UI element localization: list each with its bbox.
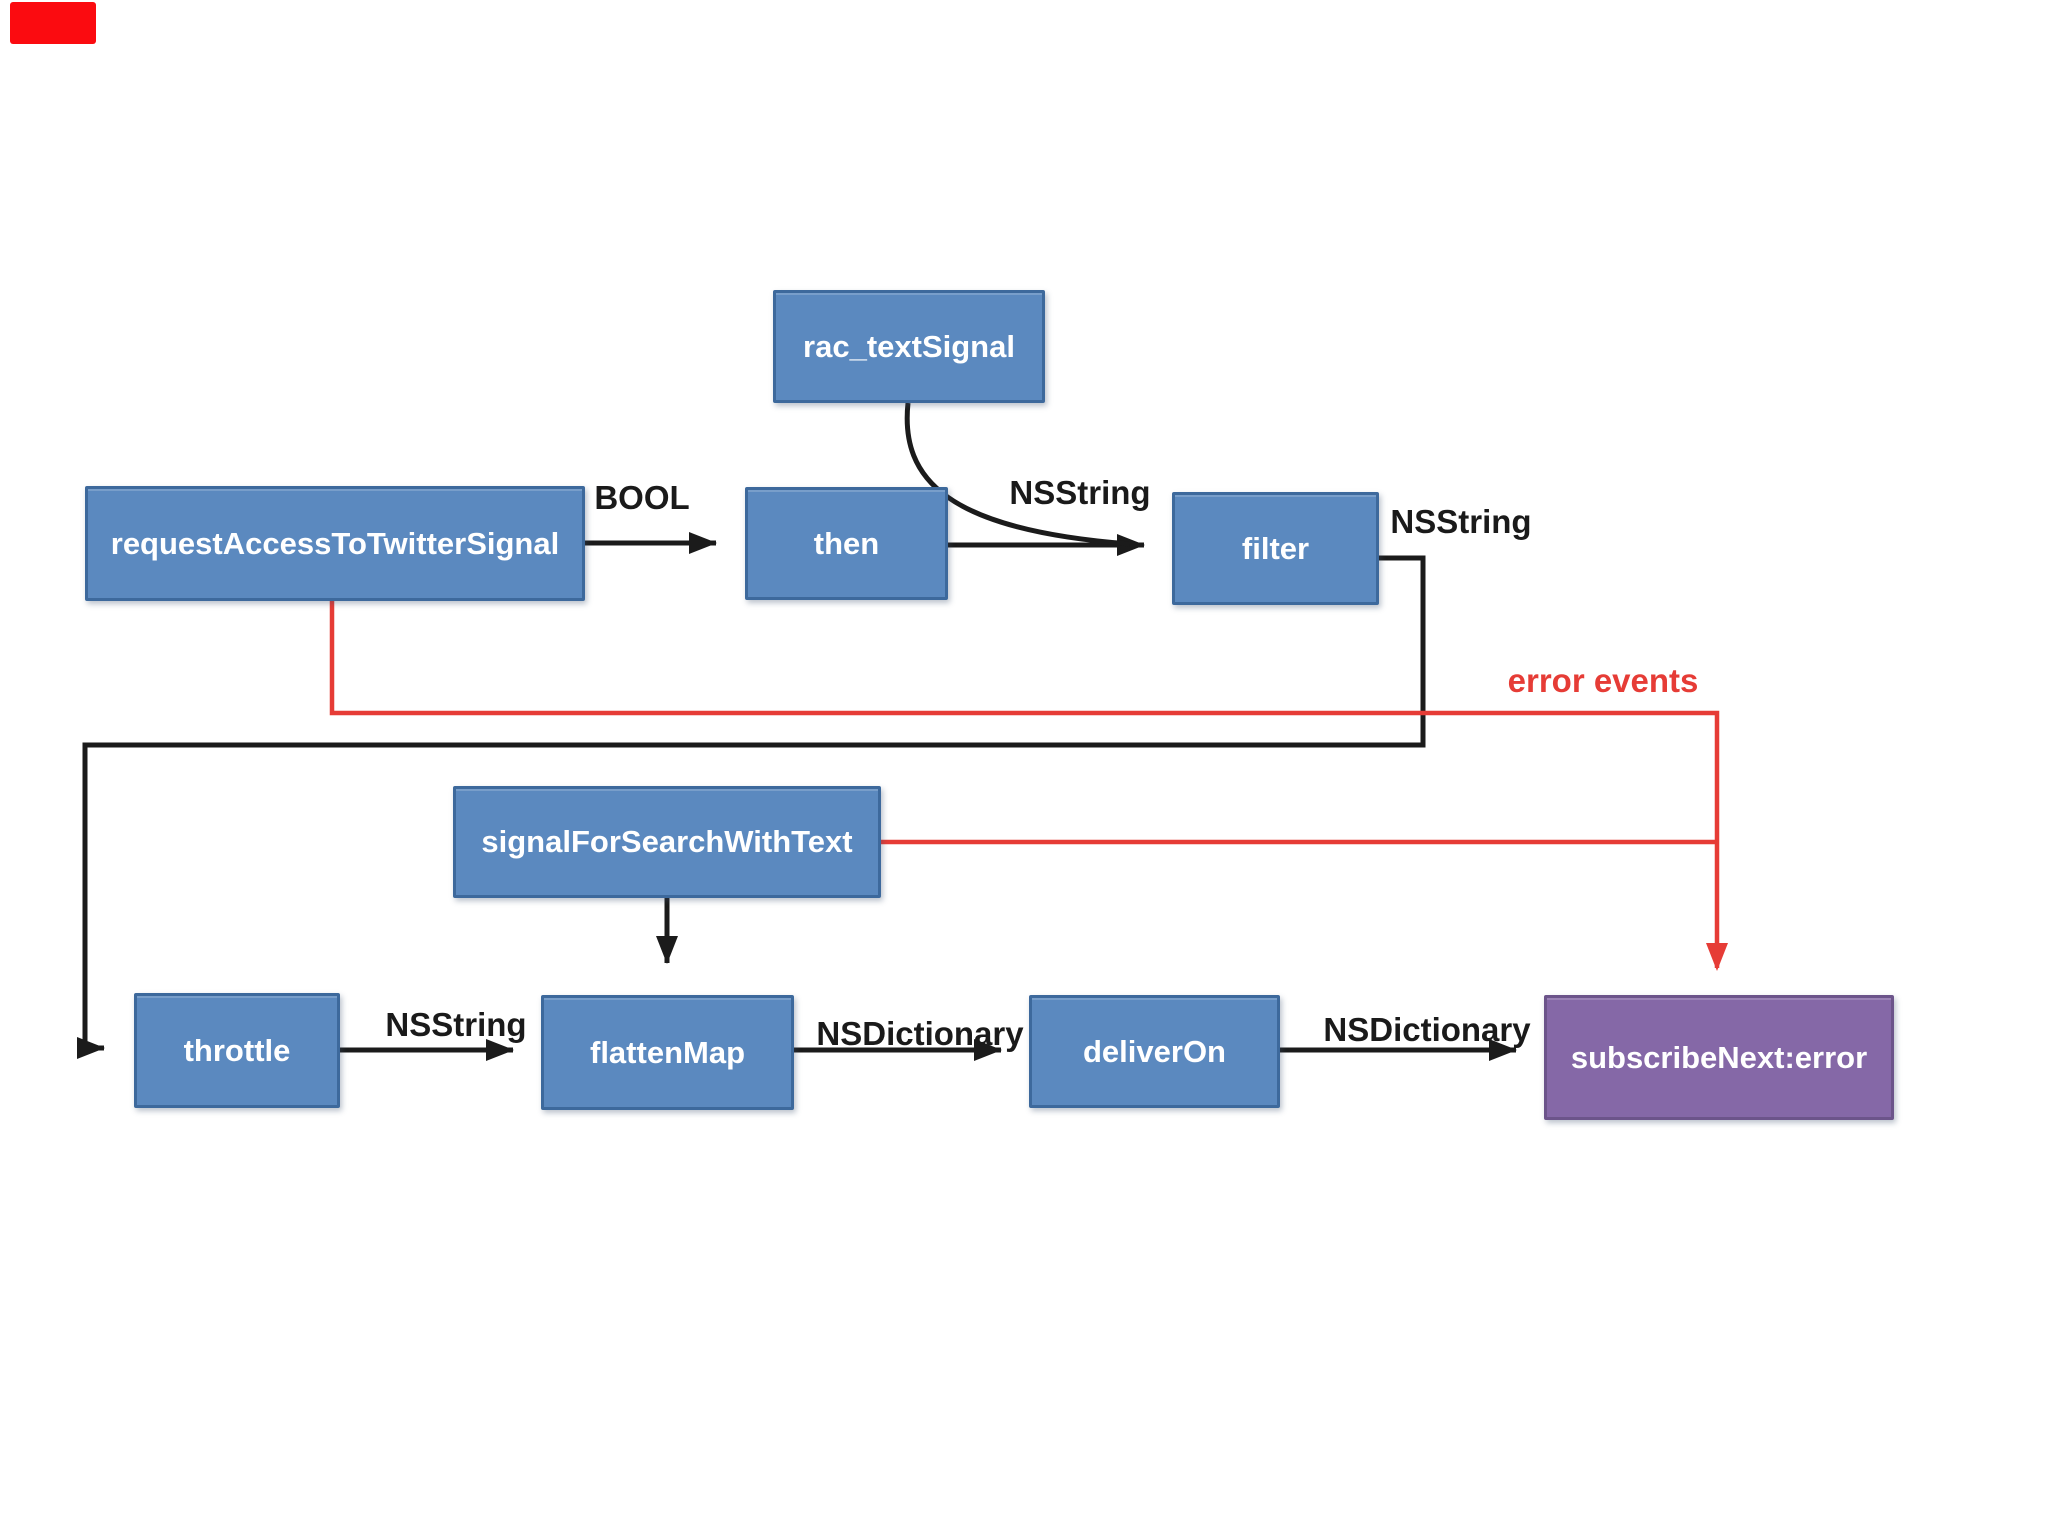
edge-label-nsstring-throttled: NSString <box>385 1006 527 1043</box>
node-subscribe-next-error: subscribeNext:error <box>1544 995 1894 1120</box>
node-deliver-on: deliverOn <box>1029 995 1280 1108</box>
node-flatten-map: flattenMap <box>541 995 794 1110</box>
edge-label-bool: BOOL <box>594 479 690 516</box>
edge-filter-to-throttle <box>77 555 1426 1059</box>
node-then: then <box>745 487 948 600</box>
edge-label-nsdictionary-flattened: NSDictionary <box>816 1015 1024 1052</box>
node-signal-for-search-with-text: signalForSearchWithText <box>453 786 881 898</box>
edge-label-nsstring-input: NSString <box>1009 474 1151 511</box>
corner-red-marker <box>10 2 96 44</box>
edge-label-error-events: error events <box>1507 662 1699 699</box>
edge-error-requestaccess-to-subscribenext <box>329 601 1728 971</box>
edge-label-nsdictionary-delivered: NSDictionary <box>1323 1011 1531 1048</box>
node-rac-textsignal: rac_textSignal <box>773 290 1045 403</box>
node-request-access-to-twitter-signal: requestAccessToTwitterSignal <box>85 486 585 601</box>
edge-label-nsstring-output: NSString <box>1390 503 1532 540</box>
node-throttle: throttle <box>134 993 340 1108</box>
node-filter: filter <box>1172 492 1379 605</box>
